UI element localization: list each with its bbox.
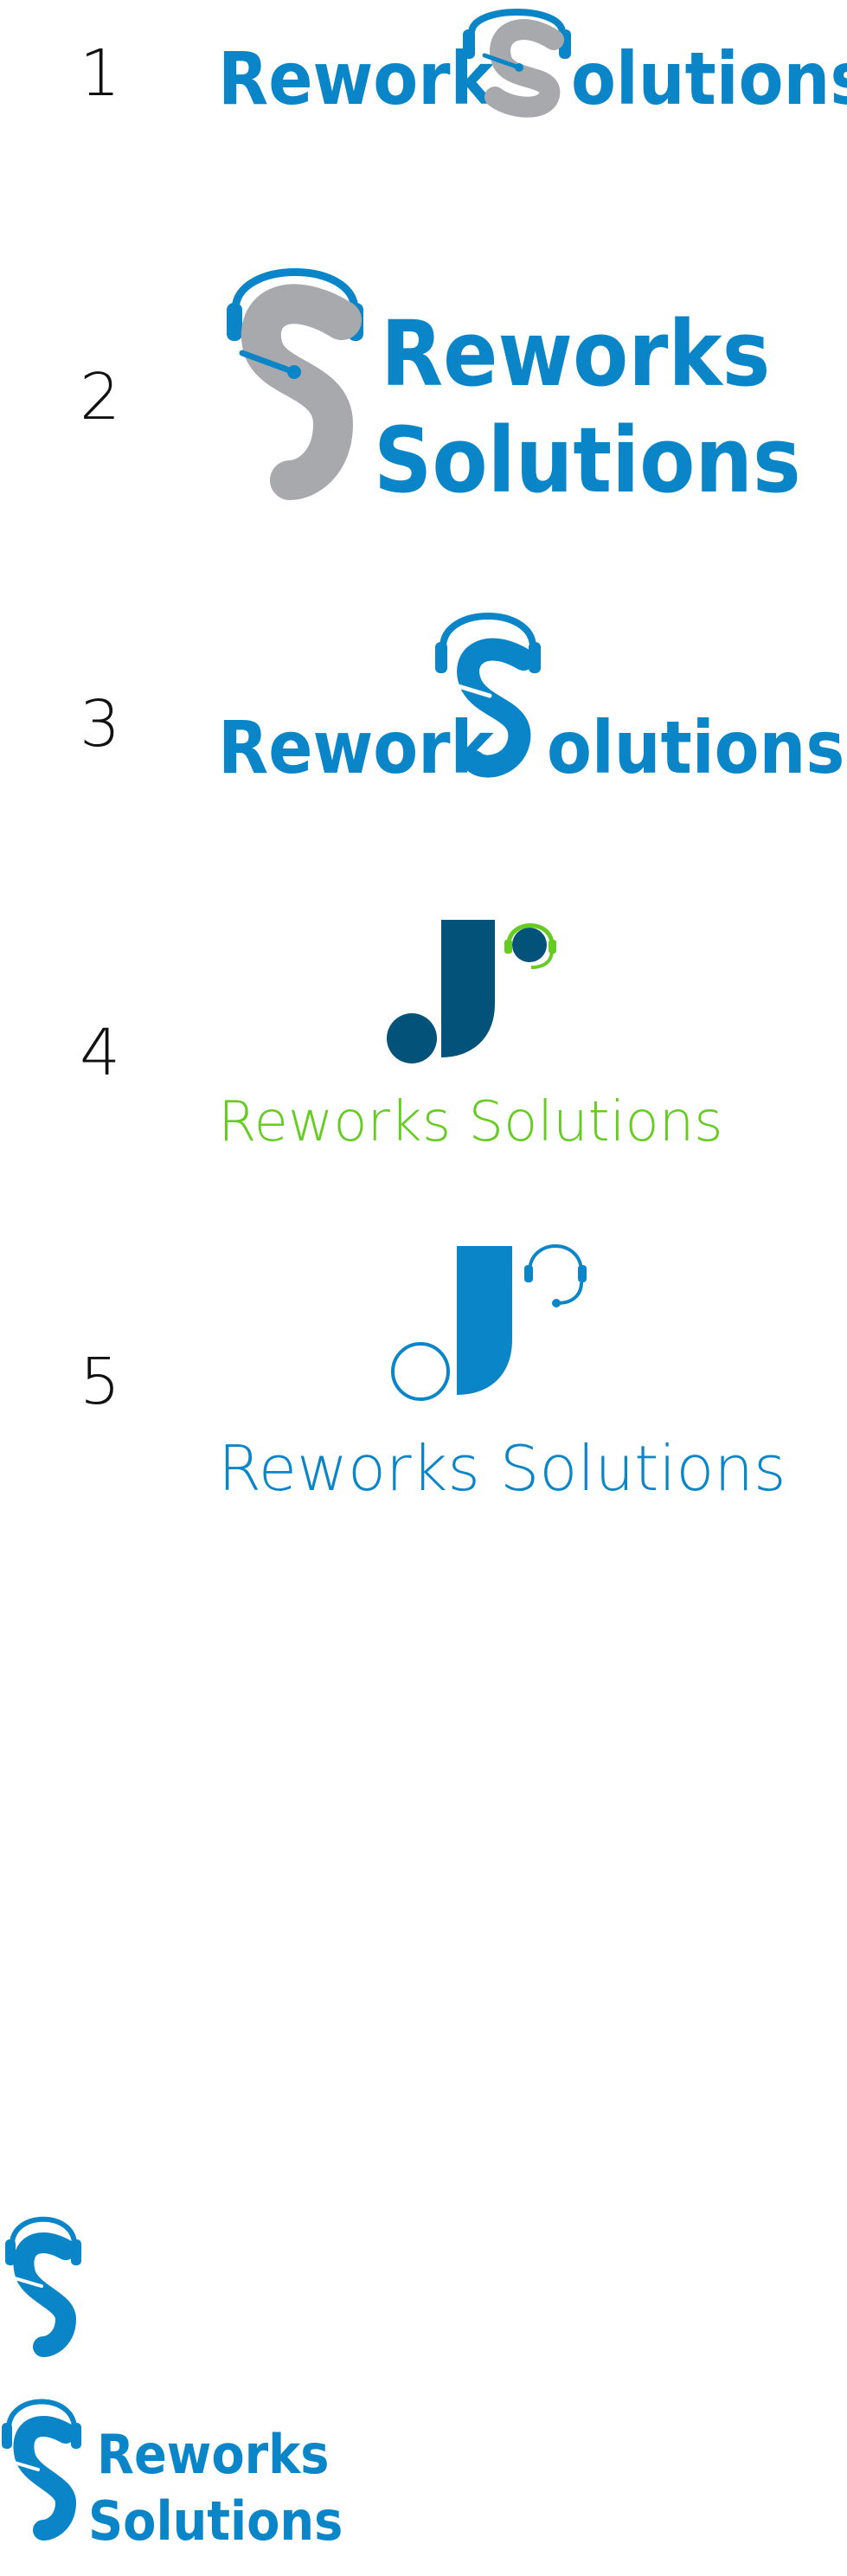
small-headset-s-icon: [2, 2399, 81, 2541]
logo-variant-3-word2: olutions: [547, 705, 844, 790]
small-logo-word2: Solutions: [88, 2489, 343, 2553]
logo-variant-1-word2: olutions: [571, 36, 847, 121]
logo-variant-2-word1: Reworks: [381, 301, 770, 407]
logo-variant-1-word1: Rework: [218, 36, 495, 121]
j-headset-icon: [387, 920, 556, 1063]
logo-variant-3: Rework olutions: [218, 613, 844, 790]
logo-variant-5: Reworks Solutions: [218, 1244, 786, 1505]
logo-variant-3-word1: Rework: [218, 705, 495, 790]
variant-number-3: 3: [80, 687, 121, 761]
logo-variant-1: Rework olutions: [218, 9, 847, 121]
headset-s-icon: [435, 613, 541, 778]
variant-number-5: 5: [80, 1345, 121, 1419]
variant-number-4: 4: [80, 1016, 121, 1090]
headset-s-icon: [463, 9, 571, 118]
logo-variant-2: Reworks Solutions: [227, 268, 801, 513]
logo-variant-5-text: Reworks Solutions: [218, 1432, 786, 1505]
variant-number-1: 1: [80, 36, 121, 111]
headset-s-icon: [227, 268, 363, 500]
logo-variant-4-text: Reworks Solutions: [218, 1090, 723, 1154]
logo-variant-2-word2: Solutions: [374, 408, 801, 513]
j-headset-icon: [391, 1244, 587, 1401]
small-stacked-logo: Reworks Solutions: [2, 2399, 343, 2553]
small-headset-s-icon: [5, 2216, 81, 2357]
logo-variant-4: Reworks Solutions: [218, 920, 723, 1154]
small-logo-word1: Reworks: [97, 2423, 329, 2486]
variant-number-2: 2: [80, 360, 121, 434]
